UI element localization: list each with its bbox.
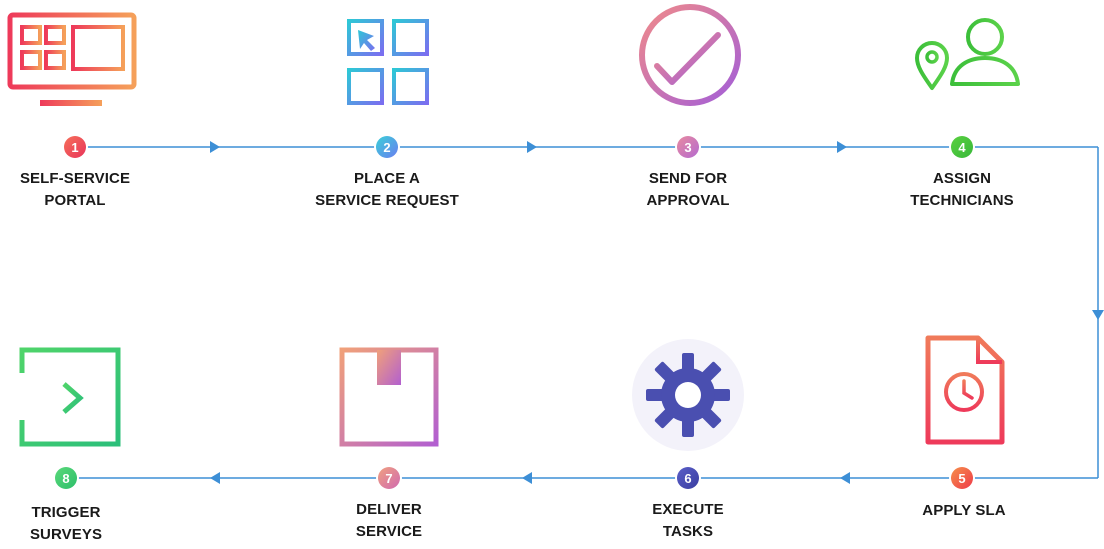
arrowhead-2-3 xyxy=(527,141,537,153)
step-3-badge: 3 xyxy=(677,136,699,158)
step-1-badge: 1 xyxy=(64,136,86,158)
step-7-label-line2: SERVICE xyxy=(355,523,423,540)
step-1-label-line2: PORTAL xyxy=(44,192,106,209)
arrowhead-3-4 xyxy=(837,141,847,153)
gear-icon xyxy=(632,339,744,451)
step-4-label-line2: TECHNICIANS xyxy=(910,192,1014,209)
step-7-badge: 7 xyxy=(378,467,400,489)
step-5-label-line1: APPLY SLA xyxy=(922,502,1006,519)
step-5-label: APPLY SLA xyxy=(864,500,1064,522)
arrowhead-4-5 xyxy=(1092,310,1104,320)
step-2-badge: 2 xyxy=(376,136,398,158)
step-2-label-line1: PLACE A xyxy=(354,170,420,187)
step-2-label-line2: SERVICE REQUEST xyxy=(315,192,459,209)
step-5-badge: 5 xyxy=(951,467,973,489)
step-2-label: PLACE A SERVICE REQUEST xyxy=(287,168,487,212)
arrowhead-7-8 xyxy=(210,472,220,484)
step-6-label: EXECUTE TASKS xyxy=(588,499,788,543)
step-3-label-line2: APPROVAL xyxy=(646,192,730,209)
step-6-label-line2: TASKS xyxy=(662,523,714,540)
step-7-label-line1: DELIVER xyxy=(356,501,422,518)
step-8-badge: 8 xyxy=(55,467,77,489)
arrowhead-1-2 xyxy=(210,141,220,153)
package-box-icon xyxy=(339,347,439,447)
arrowhead-6-7 xyxy=(522,472,532,484)
step-6-label-line1: EXECUTE xyxy=(652,501,724,518)
checkmark-circle-icon xyxy=(639,4,741,106)
step-7-label: DELIVER SERVICE xyxy=(289,499,489,543)
step-6-badge: 6 xyxy=(677,467,699,489)
step-1-label-line1: SELF-SERVICE xyxy=(19,170,131,187)
technician-location-icon xyxy=(915,18,1020,90)
cursor-grid-icon xyxy=(347,19,429,105)
step-8-label-line2: SURVEYS xyxy=(29,526,103,543)
step-8-label-line1: TRIGGER xyxy=(31,504,101,521)
step-4-label-line1: ASSIGN xyxy=(932,170,992,187)
step-3-label-line1: SEND FOR xyxy=(648,170,728,187)
arrowhead-5-6 xyxy=(840,472,850,484)
monitor-grid-icon xyxy=(7,12,137,106)
step-8-label: TRIGGER SURVEYS xyxy=(0,502,166,546)
sign-in-arrow-icon xyxy=(12,347,121,447)
step-3-label: SEND FOR APPROVAL xyxy=(588,168,788,212)
document-clock-icon xyxy=(925,335,1005,445)
step-4-label: ASSIGN TECHNICIANS xyxy=(862,168,1062,212)
step-4-badge: 4 xyxy=(951,136,973,158)
step-1-label: SELF-SERVICE PORTAL xyxy=(0,168,175,212)
